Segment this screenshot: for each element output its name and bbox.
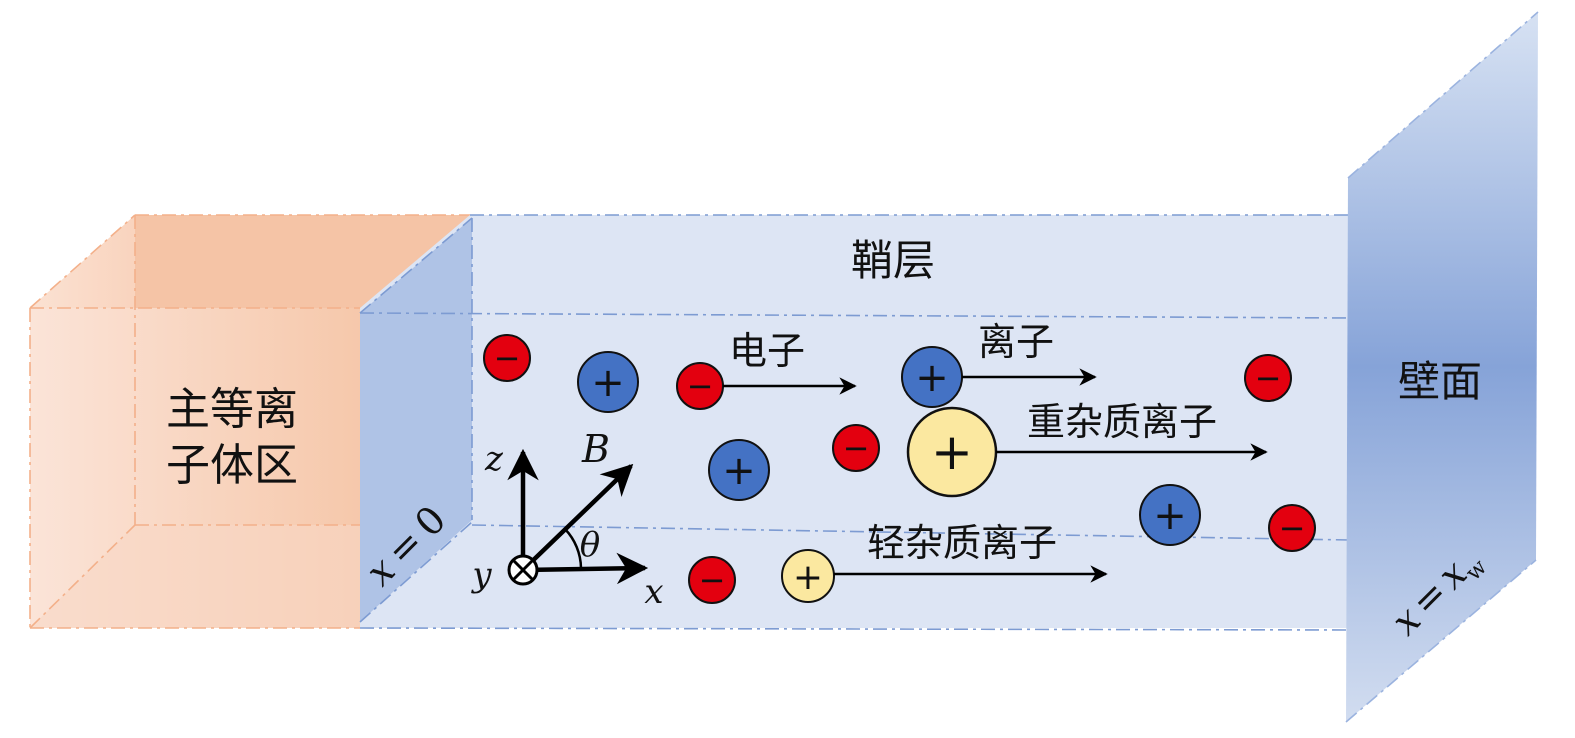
light-impurity-ion: + bbox=[781, 549, 835, 603]
electron-sign: − bbox=[494, 339, 521, 377]
electron: − bbox=[1244, 354, 1292, 402]
heavy-impurity-sign: + bbox=[931, 423, 973, 481]
sheath-top-face bbox=[360, 215, 1350, 628]
ion: + bbox=[708, 439, 770, 501]
sheath-label: 鞘层 bbox=[851, 236, 935, 285]
light-impurity-sign: + bbox=[793, 557, 823, 598]
electron-sign: − bbox=[1255, 359, 1282, 397]
electron: − bbox=[676, 362, 724, 410]
boundary-right-label: x=xw bbox=[1383, 538, 1492, 647]
magnetic-field-label: B bbox=[581, 427, 610, 471]
ion-label: 离子 bbox=[978, 320, 1054, 364]
ion-sign: + bbox=[1153, 493, 1187, 539]
theta-arc bbox=[564, 528, 583, 569]
wall-region: 壁面 x=xw bbox=[1345, 11, 1539, 723]
electron-sign: − bbox=[687, 367, 714, 405]
wall-label: 壁面 bbox=[1398, 357, 1482, 406]
velocity-arrows bbox=[723, 368, 1268, 583]
sheath-entrance-plane bbox=[360, 218, 472, 622]
ion: + bbox=[1139, 484, 1201, 546]
bulk-plasma-label-line1: 主等离 bbox=[166, 384, 298, 435]
heavy-impurity-label: 重杂质离子 bbox=[1027, 400, 1217, 444]
ion-sign: + bbox=[915, 355, 949, 401]
light-impurity-label: 轻杂质离子 bbox=[867, 521, 1057, 565]
particles: − − − − − − + + bbox=[483, 334, 1316, 604]
ion: + bbox=[901, 346, 963, 408]
electron: − bbox=[483, 334, 531, 382]
y-axis-label: y bbox=[470, 555, 492, 595]
ion-sign: + bbox=[591, 360, 625, 406]
coordinate-axes: z x y B θ bbox=[470, 427, 663, 612]
z-axis-label: z bbox=[484, 439, 504, 479]
sheath-region: 鞘层 x=0 bbox=[357, 214, 1351, 631]
theta-label: θ bbox=[580, 525, 600, 565]
electron-label: 电子 bbox=[729, 329, 805, 373]
x-axis bbox=[522, 552, 649, 585]
ion: + bbox=[577, 351, 639, 413]
bulk-plasma-label-line2: 子体区 bbox=[166, 440, 298, 491]
x-axis-label: x bbox=[644, 572, 663, 612]
ion-sign: + bbox=[722, 448, 756, 494]
wall-plane bbox=[1346, 12, 1538, 722]
electron: − bbox=[832, 424, 880, 472]
heavy-impurity-ion: + bbox=[906, 406, 998, 498]
electron-sign: − bbox=[843, 429, 870, 467]
y-axis-cross-stroke-2 bbox=[511, 558, 535, 582]
electron: − bbox=[1268, 504, 1316, 552]
species-labels: 电子 离子 重杂质离子 轻杂质离子 bbox=[729, 320, 1217, 565]
electron: − bbox=[688, 556, 736, 604]
electron-sign: − bbox=[699, 561, 726, 599]
electron-sign: − bbox=[1279, 509, 1306, 547]
magnetic-field-vector bbox=[521, 463, 634, 572]
